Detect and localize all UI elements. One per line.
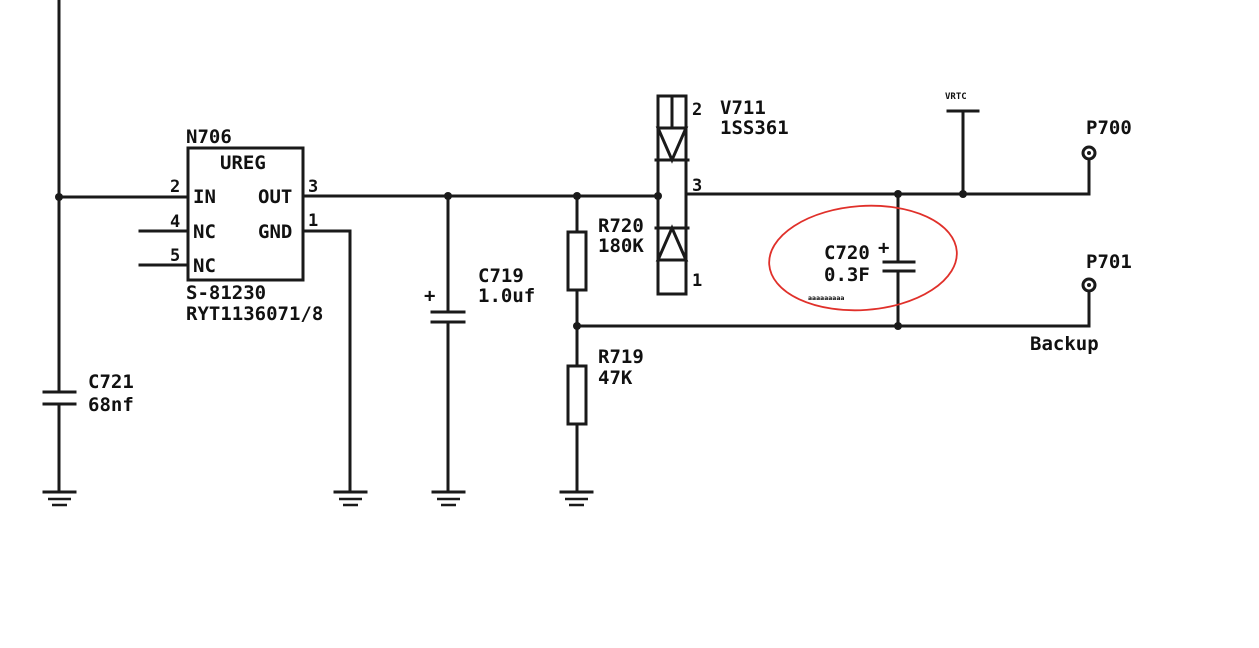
ground-symbol-c721 [42, 490, 77, 507]
pin-number-in: 2 [170, 177, 180, 197]
c719-value: 1.0uf [478, 285, 535, 307]
left-rail [55, 0, 190, 494]
vrtc-net: VRTC [945, 92, 980, 196]
r719-ref: R719 [598, 346, 644, 368]
r719-value: 47K [598, 367, 633, 389]
p700-label: P700 [1086, 117, 1132, 139]
pin-label-in: IN [193, 186, 216, 208]
c720-value: 0.3F [824, 264, 870, 286]
v711-value: 1SS361 [720, 117, 789, 139]
capacitor-c719: + C719 1.0uf [424, 194, 535, 507]
c721-value: 68nf [88, 394, 134, 416]
v711-ref: V711 [720, 97, 766, 119]
pin-number-out: 3 [308, 177, 318, 197]
v711-pin-bot: 1 [692, 271, 702, 291]
pin-number-gnd: 1 [308, 211, 318, 231]
regulator-ref: N706 [186, 126, 232, 148]
v711-pin-top: 2 [692, 100, 702, 120]
v711-pin-mid: 3 [692, 176, 702, 196]
pin-number-nc2: 5 [170, 246, 180, 266]
c720-ref: C720 [824, 242, 870, 264]
pin-label-nc2: NC [193, 255, 216, 277]
capacitor-c721: C721 68nf [42, 371, 134, 416]
regulator-n706: N706 UREG IN OUT NC GND NC 2 4 5 3 1 S-8… [170, 126, 323, 325]
vrtc-label: VRTC [945, 92, 967, 102]
c719-ref: C719 [478, 265, 524, 287]
regulator-name: UREG [220, 152, 266, 174]
backup-label: Backup [1030, 333, 1099, 355]
red-markup-circle [768, 204, 958, 312]
r720-ref: R720 [598, 215, 644, 237]
test-point-p701: P701 [1081, 251, 1132, 293]
r720-value: 180K [598, 235, 644, 257]
c721-ref: C721 [88, 371, 134, 393]
capacitor-c720: C720 + 0.3F aaaaaaaaa [808, 192, 916, 328]
c720-polarity: + [878, 237, 889, 259]
c720-note: aaaaaaaaa [808, 295, 844, 302]
p701-label: P701 [1086, 251, 1132, 273]
c719-polarity: + [424, 285, 435, 307]
regulator-gnd-wire [301, 229, 368, 507]
test-point-p700: P700 [1081, 117, 1132, 196]
pin-number-nc1: 4 [170, 212, 180, 232]
pin-label-nc1: NC [193, 221, 216, 243]
pin-label-out: OUT [258, 186, 292, 208]
pin-label-gnd: GND [258, 221, 292, 243]
regulator-part1: S-81230 [186, 282, 266, 304]
regulator-part2: RYT1136071/8 [186, 303, 323, 325]
backup-net: Backup [573, 290, 1099, 355]
diode-v711: 2 3 1 V711 1SS361 [654, 94, 789, 296]
resistor-r720: R720 180K [566, 194, 644, 368]
nc-pin-stubs [138, 229, 190, 267]
resistor-r719: R719 47K [559, 346, 644, 507]
